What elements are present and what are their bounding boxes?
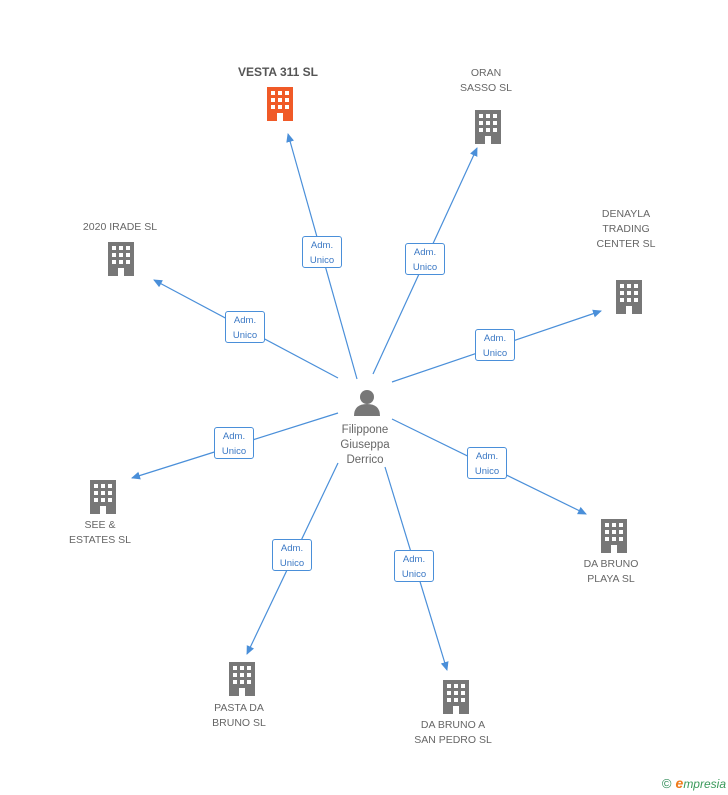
relation-text: Adm. [475, 451, 499, 462]
relation-text: Unico [474, 466, 500, 477]
company-label-oran[interactable]: ORAN SASSO SL [460, 67, 512, 94]
building-icon[interactable] [443, 680, 469, 714]
relation-text: Unico [279, 558, 305, 569]
relation-label-sanpedro[interactable]: Adm. Unico [394, 550, 434, 582]
relation-text: Unico [221, 446, 247, 457]
relation-text: Unico [309, 255, 335, 266]
relation-text: Adm. [233, 315, 257, 326]
relation-text: Unico [412, 262, 438, 273]
person-icon [354, 390, 380, 416]
company-label-pasta[interactable]: PASTA DA BRUNO SL [212, 702, 266, 729]
building-icon[interactable] [108, 242, 134, 276]
relation-label-pasta[interactable]: Adm. Unico [272, 539, 312, 571]
building-icon[interactable] [229, 662, 255, 696]
brand-name: mpresia [683, 777, 726, 791]
relation-label-vesta[interactable]: Adm. Unico [302, 236, 342, 268]
company-label-see[interactable]: SEE & ESTATES SL [68, 519, 132, 546]
company-label-vesta[interactable]: VESTA 311 SL [237, 65, 319, 79]
copyright-symbol: © [661, 775, 672, 791]
company-label-denayla[interactable]: DENAYLA TRADING CENTER SL [596, 208, 656, 250]
relation-text: Adm. [483, 333, 507, 344]
relation-text: Unico [232, 330, 258, 341]
relation-text: Adm. [413, 247, 437, 258]
brand-logo-initial: e [675, 775, 684, 791]
building-icon[interactable] [616, 280, 642, 314]
company-label-irade[interactable]: 2020 IRADE SL [82, 221, 158, 233]
relation-text: Adm. [222, 431, 246, 442]
building-icon[interactable] [475, 110, 501, 144]
building-icon[interactable] [90, 480, 116, 514]
person-name[interactable]: Filippone Giuseppa Derrico [340, 424, 390, 466]
relation-text: Adm. [310, 240, 334, 251]
footer-brand: © empresia [662, 775, 726, 791]
relation-label-oran[interactable]: Adm. Unico [405, 243, 445, 275]
relation-label-irade[interactable]: Adm. Unico [225, 311, 265, 343]
relation-label-see[interactable]: Adm. Unico [214, 427, 254, 459]
company-label-playa[interactable]: DA BRUNO PLAYA SL [583, 558, 639, 585]
building-icon[interactable] [267, 87, 293, 121]
relation-text: Adm. [280, 543, 304, 554]
relation-label-denayla[interactable]: Adm. Unico [475, 329, 515, 361]
relation-text: Unico [482, 348, 508, 359]
relation-text: Adm. [402, 554, 426, 565]
company-label-sanpedro[interactable]: DA BRUNO A SAN PEDRO SL [414, 719, 492, 746]
building-icon[interactable] [601, 519, 627, 553]
relation-label-playa[interactable]: Adm. Unico [467, 447, 507, 479]
relation-text: Unico [401, 569, 427, 580]
